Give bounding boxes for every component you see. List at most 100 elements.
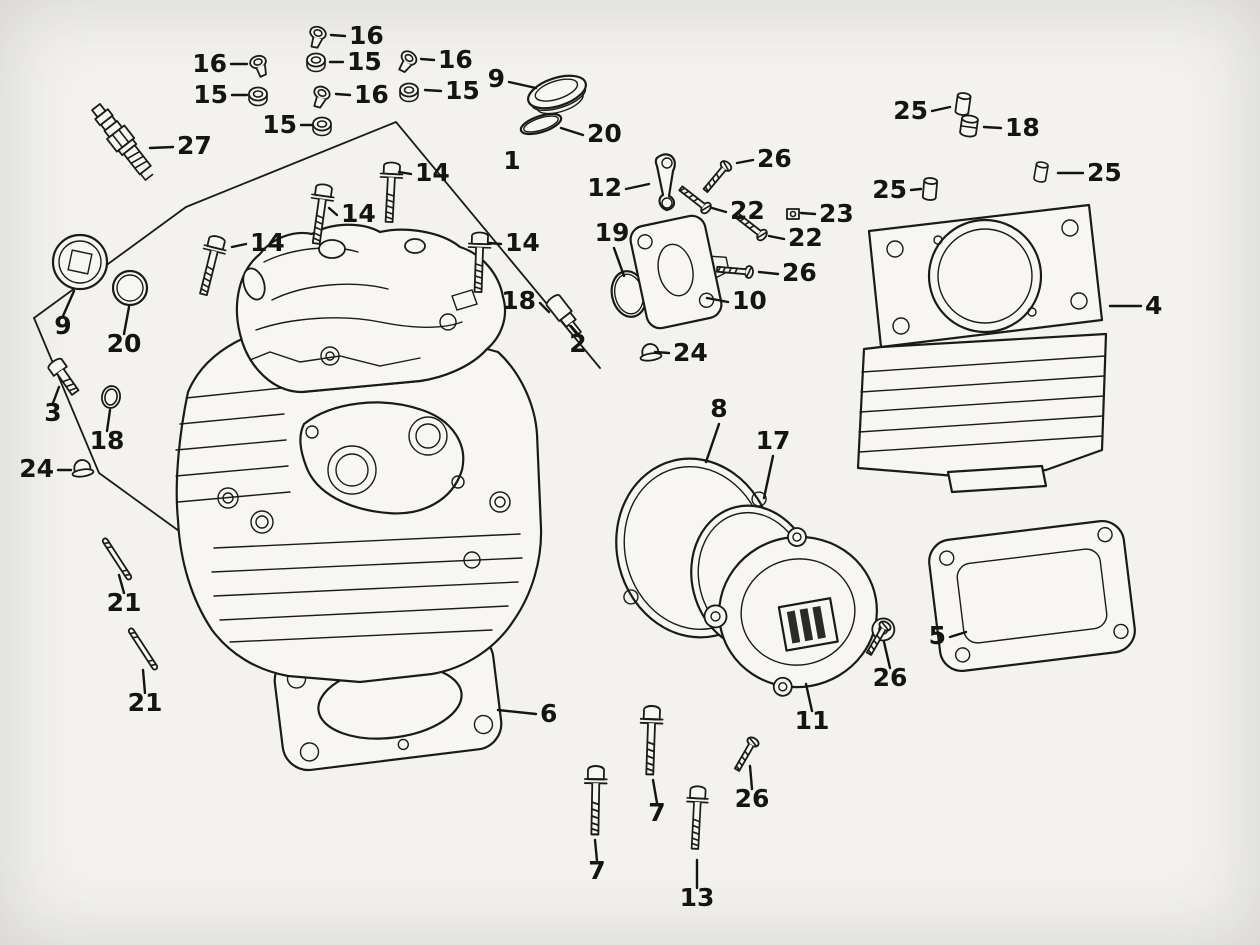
cylinder-head-gasket-drawing-shape (473, 714, 494, 735)
callout-cap-nut-36: 24 (19, 454, 54, 483)
spark-plug-drawing-shape (118, 128, 130, 144)
cylinder-drawing-shape (946, 464, 1048, 494)
cylinder-drawing-shape (858, 415, 1104, 433)
fasteners (45, 23, 1050, 851)
cylinder-drawing-shape (886, 240, 904, 258)
leader-cover-gasket-37 (704, 422, 721, 464)
side-cover-drawing-shape (778, 682, 788, 692)
leader-bolt-47 (593, 838, 599, 863)
tappet-cover-top-drawing-shape (531, 87, 587, 112)
collar-18 (958, 113, 980, 139)
leader-screw-22 (757, 270, 780, 276)
side-cover-drawing-shape (703, 604, 728, 629)
callout-sealing-bolt-34: 3 (44, 398, 61, 427)
leader-screw-42 (882, 640, 892, 670)
leader-tensioner-arm-16 (624, 182, 651, 191)
o-ring-left-drawing-shape (116, 274, 144, 302)
callout-tappet-cover-32: 9 (54, 311, 71, 340)
callout-spark-plug-10: 27 (177, 131, 212, 160)
tappet-cover-top-drawing-shape (534, 78, 579, 102)
cylinder-head-drawing-shape (408, 416, 448, 456)
nut-23-shape (789, 210, 797, 218)
side-cover-drawing-shape (799, 608, 814, 642)
cylinder-drawing-shape (1027, 307, 1037, 317)
spark-plug-drawing-shape (126, 150, 141, 160)
cylinder-head-drawing-shape (217, 487, 239, 509)
intake-pipe-drawing-shape (710, 255, 730, 279)
callout-tappet-adjuster-30: 2 (569, 329, 586, 358)
leader-o-ring-35 (105, 408, 112, 433)
callout-cylinder-head-assembly-11: 1 (503, 146, 520, 175)
callout-flange-bolt-0: 16 (349, 21, 384, 50)
cylinder-drawing-shape (858, 435, 1104, 453)
leader-tappet-cover-8 (507, 80, 538, 90)
cylinder-head-drawing-shape (263, 247, 359, 263)
callout-cylinder-28: 4 (1145, 291, 1162, 320)
callout-stud-40: 21 (128, 688, 163, 717)
intake-pipe-drawing-shape (637, 234, 653, 250)
cylinder-head-drawing-shape (255, 317, 463, 331)
side-cover-drawing-shape (787, 527, 807, 547)
cylinder-gasket-drawing (928, 519, 1136, 673)
stud-21-b (126, 626, 160, 672)
spark-plug-drawing (91, 103, 154, 182)
cylinder-head-drawing-shape (211, 557, 523, 573)
leader-screw-46 (748, 764, 754, 791)
o-ring-top-drawing (519, 112, 563, 136)
head-bolt-14-c (191, 233, 230, 298)
cylinder-head-drawing-shape (185, 387, 283, 399)
cylinder-drawing-shape (860, 375, 1105, 393)
stud-21-a (100, 536, 134, 582)
flange-nut-15-c (399, 82, 419, 103)
assembly-boundary-lines-shape (33, 206, 187, 319)
cylinder-drawing (856, 203, 1108, 494)
cover-gasket-drawing-shape (751, 491, 767, 507)
cylinder-gasket-drawing-shape (954, 647, 971, 663)
flange-nut-15-a (306, 52, 326, 73)
callout-dowel-pin-26: 25 (872, 175, 907, 204)
leader-head-bolt-13 (327, 206, 339, 217)
tappet-cover-top-drawing-shape (527, 74, 587, 110)
leader-head-bolt-14 (230, 242, 248, 249)
cylinder-drawing-shape (892, 317, 910, 335)
cylinder-gasket-drawing-shape (1113, 623, 1129, 640)
cylinder-head-gasket-drawing-shape (397, 738, 409, 751)
callout-flange-bolt-3: 16 (438, 45, 473, 74)
cylinder-head-drawing-shape (213, 581, 519, 597)
tappet-cover-top-drawing-shape (536, 93, 584, 115)
side-cover-drawing-shape (740, 558, 856, 666)
callout-dowel-pin-27: 25 (1087, 158, 1122, 187)
dowel-pin-25-c (1032, 160, 1050, 184)
spark-plug-drawing-shape (111, 133, 124, 149)
tappet-cover-left-drawing-shape (67, 249, 93, 275)
callout-flange-nut-7: 15 (262, 110, 297, 139)
cover-gasket-drawing-shape (623, 589, 639, 605)
dowel-pin-25-b (921, 176, 939, 202)
tensioner-arm-drawing-shape (654, 153, 676, 212)
cylinder-head-drawing-shape (219, 605, 509, 621)
assembly-boundary-lines-shape (185, 121, 601, 369)
leader-nut-19 (799, 211, 817, 216)
callout-intake-pipe-23: 10 (732, 286, 767, 315)
spark-plug-drawing-shape (133, 160, 148, 169)
o-ring-top-drawing-shape (519, 112, 563, 136)
callout-screw-46: 26 (735, 784, 770, 813)
tensioner-arm-drawing-shape (661, 157, 673, 169)
cap-nut-24-b (69, 457, 95, 479)
leader-side-cover-44 (804, 682, 814, 713)
bolt-7-a (637, 704, 665, 776)
screw-26-d (730, 734, 762, 774)
callout-side-cover-44: 11 (795, 706, 830, 735)
callout-bolt-48: 13 (680, 883, 715, 912)
leader-tappet-cover-32 (61, 289, 76, 318)
dowel-pin-25-a (954, 91, 972, 117)
leader-flange-nut-6 (423, 88, 443, 93)
callout-collar-25: 18 (1005, 113, 1040, 142)
cylinder-head-drawing-shape (451, 475, 465, 489)
callout-screw-42: 26 (873, 663, 908, 692)
screw-26-a (699, 158, 735, 196)
callout-screw-20: 22 (788, 223, 823, 252)
leader-cap-nut-31 (653, 350, 671, 355)
flange-nut-15-d (312, 116, 332, 137)
